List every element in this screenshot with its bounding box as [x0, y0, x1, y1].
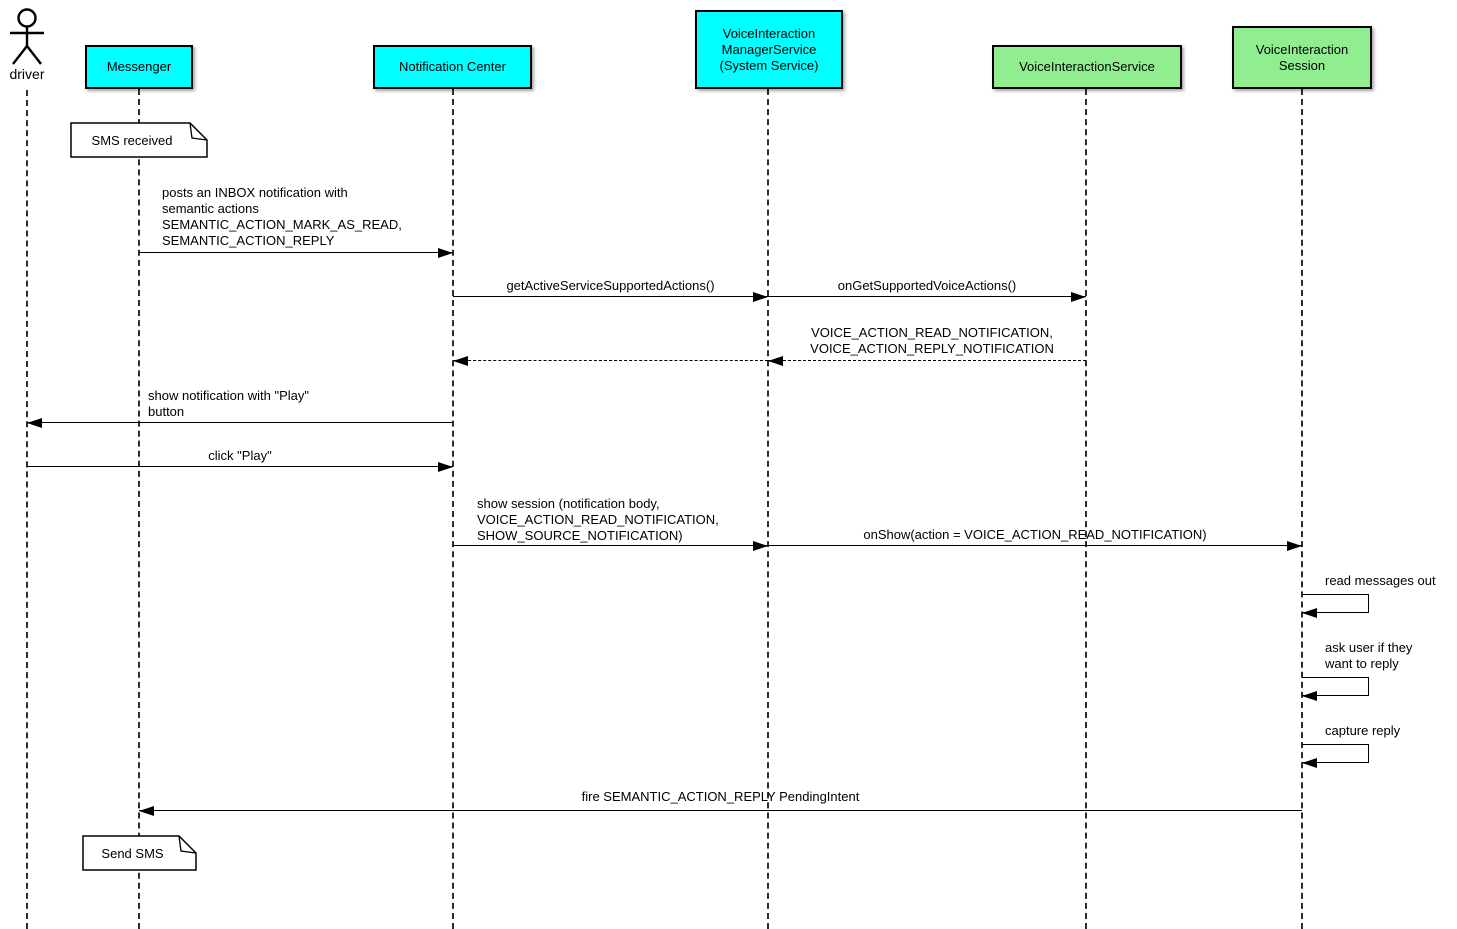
arrowhead-left — [1302, 691, 1317, 701]
message-label-ask-user-reply: ask user if they want to reply — [1325, 640, 1413, 671]
message-line — [453, 545, 768, 546]
arrowhead-right — [438, 248, 453, 258]
arrowhead-right — [1287, 541, 1302, 551]
actor-icon — [10, 8, 44, 65]
note-text: SMS received — [91, 132, 173, 148]
participant-messenger: Messenger — [85, 45, 193, 89]
arrowhead-right — [753, 541, 768, 551]
self-message-loop — [1302, 677, 1369, 696]
self-message-loop — [1302, 744, 1369, 763]
message-label-capture-reply: capture reply — [1325, 723, 1401, 738]
arrowhead-left — [27, 418, 42, 428]
arrowhead-left — [768, 356, 783, 366]
message-label-show-notification: show notification with "Play" button — [148, 388, 309, 419]
lifeline-notification-center — [452, 89, 454, 929]
message-label-voice-actions-return: VOICE_ACTION_READ_NOTIFICATION, VOICE_AC… — [810, 325, 1054, 356]
message-line-dashed — [768, 360, 1086, 361]
message-line — [27, 466, 453, 467]
message-label-on-show: onShow(action = VOICE_ACTION_READ_NOTIFI… — [863, 527, 1207, 542]
message-line — [768, 296, 1086, 297]
message-line — [139, 810, 1302, 811]
lifeline-voice-interaction-manager-service — [767, 89, 769, 929]
participant-voice-interaction-service: VoiceInteractionService — [992, 45, 1182, 89]
message-label-show-session: show session (notification body, VOICE_A… — [477, 496, 719, 543]
message-line — [139, 252, 453, 253]
arrowhead-left — [1302, 608, 1317, 618]
message-label-fire-pending-intent: fire SEMANTIC_ACTION_REPLY PendingIntent — [581, 789, 860, 804]
participant-voice-interaction-session: VoiceInteraction Session — [1232, 26, 1372, 89]
note-shape-icon — [82, 835, 197, 871]
actor-label: driver — [9, 66, 45, 82]
note-shape-icon — [70, 122, 208, 158]
message-label-get-active-service-supported-actions: getActiveServiceSupportedActions() — [506, 278, 715, 293]
note-sms-received: SMS received — [70, 122, 208, 158]
message-line — [768, 545, 1302, 546]
note-send-sms: Send SMS — [82, 835, 197, 871]
message-line — [453, 296, 768, 297]
message-line — [27, 422, 453, 423]
lifeline-voice-interaction-session — [1301, 89, 1303, 929]
note-text: Send SMS — [101, 845, 164, 861]
lifeline-driver — [26, 90, 28, 929]
lifeline-messenger — [138, 89, 140, 929]
arrowhead-left — [1302, 758, 1317, 768]
arrowhead-left — [453, 356, 468, 366]
message-label-read-messages-out: read messages out — [1325, 573, 1436, 588]
message-label-click-play: click "Play" — [208, 448, 272, 463]
participant-voice-interaction-manager-service: VoiceInteraction ManagerService (System … — [695, 10, 843, 89]
arrowhead-right — [438, 462, 453, 472]
participant-notification-center: Notification Center — [373, 45, 532, 89]
message-label-on-get-supported-voice-actions: onGetSupportedVoiceActions() — [837, 278, 1017, 293]
arrowhead-left — [139, 806, 154, 816]
self-message-loop — [1302, 594, 1369, 613]
message-label-posts-inbox-notification: posts an INBOX notification with semanti… — [162, 185, 402, 248]
message-line-dashed — [453, 360, 768, 361]
lifeline-voice-interaction-service — [1085, 89, 1087, 929]
arrowhead-right — [753, 292, 768, 302]
arrowhead-right — [1071, 292, 1086, 302]
